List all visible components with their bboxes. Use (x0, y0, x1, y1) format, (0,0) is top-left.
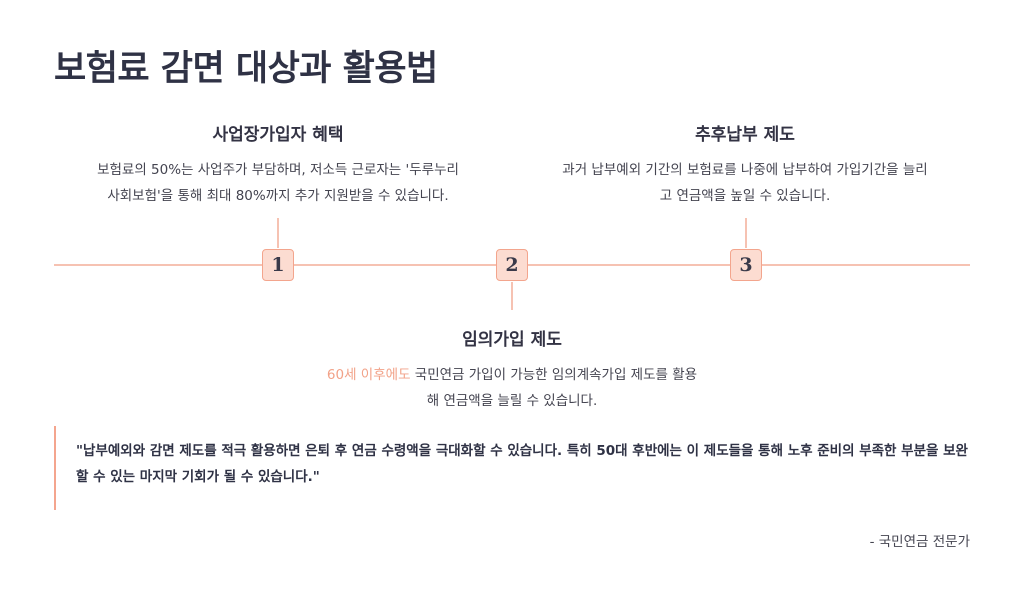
timeline-node-1: 1 (262, 249, 294, 281)
card-title: 임의가입 제도 (462, 330, 562, 350)
page-title: 보험료 감면 대상과 활용법 (54, 49, 438, 89)
card-description: 60세 이후에도 국민연금 가입이 가능한 임의계속가입 제도를 활용 해 연금… (292, 362, 732, 414)
card-desc-line: 고 연금액을 높일 수 있습니다. (659, 188, 831, 204)
card-desc-line: 과거 납부예외 기간의 보험료를 나중에 납부하여 가입기간을 늘리 (562, 162, 928, 178)
card-desc-line: 보험료의 50%는 사업주가 부담하며, 저소득 근로자는 '두루누리 (97, 162, 459, 178)
quote-source: - 국민연금 전문가 (869, 534, 970, 550)
timeline-node-3: 3 (730, 249, 762, 281)
card-description: 보험료의 50%는 사업주가 부담하며, 저소득 근로자는 '두루누리 사회보험… (72, 157, 484, 209)
timeline-card-2: 임의가입 제도 60세 이후에도 국민연금 가입이 가능한 임의계속가입 제도를… (292, 325, 732, 414)
quote-accent-bar (54, 426, 56, 510)
card-title: 추후납부 제도 (695, 125, 795, 145)
card-title: 사업장가입자 혜택 (212, 125, 344, 145)
quote-text: "납부예외와 감면 제도를 적극 활용하면 은퇴 후 연금 수령액을 극대화할 … (76, 443, 968, 485)
timeline-connector-3 (745, 218, 747, 248)
timeline-connector-2 (511, 282, 513, 310)
card-desc-line: 60세 이후에도 국민연금 가입이 가능한 임의계속가입 제도를 활용 (292, 362, 732, 388)
highlight-text: 60세 이후에도 (326, 367, 411, 383)
card-desc-line: 해 연금액을 늘릴 수 있습니다. (426, 393, 598, 409)
card-desc-text: 국민연금 가입이 가능한 임의계속가입 제도를 활용 (410, 367, 698, 383)
timeline-connector-1 (277, 218, 279, 248)
card-desc-line: 사회보험'을 통해 최대 80%까지 추가 지원받을 수 있습니다. (107, 188, 449, 204)
timeline-node-2: 2 (496, 249, 528, 281)
timeline-card-1: 사업장가입자 혜택 보험료의 50%는 사업주가 부담하며, 저소득 근로자는 … (72, 120, 484, 209)
card-description: 과거 납부예외 기간의 보험료를 나중에 납부하여 가입기간을 늘리 고 연금액… (530, 157, 960, 209)
timeline-card-3: 추후납부 제도 과거 납부예외 기간의 보험료를 나중에 납부하여 가입기간을 … (530, 120, 960, 209)
